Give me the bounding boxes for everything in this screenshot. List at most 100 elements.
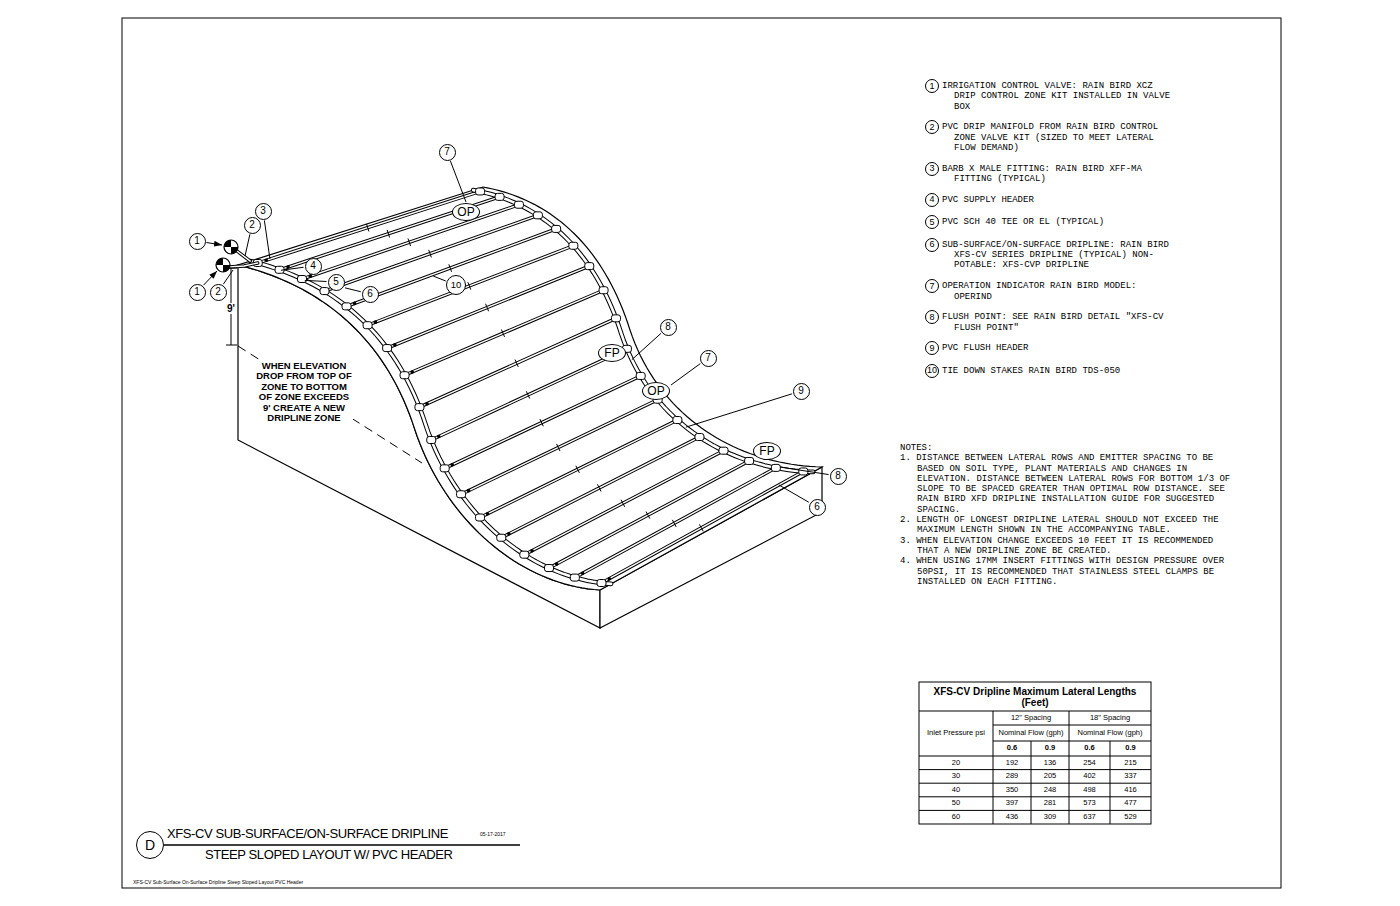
pvc-manifold [229, 263, 258, 267]
sheet-frame [122, 18, 1281, 888]
table-rule [919, 810, 1151, 811]
legend-description: PVC FLUSH HEADER [942, 343, 1174, 353]
tie-down-stake [597, 484, 601, 491]
tie-down-stake [486, 304, 489, 311]
tie-down-stake [672, 520, 676, 527]
dimension-tick [226, 345, 237, 346]
drawing-title: STEEP SLOPED LAYOUT W/ PVC HEADER [205, 847, 453, 862]
table-cell: 254 [1069, 756, 1110, 770]
table-rule [919, 783, 1151, 784]
table-cell: 416 [1110, 783, 1151, 797]
tie-down-stake [408, 239, 411, 247]
table-cell: 30 [919, 770, 993, 784]
tie-down-stake [515, 360, 518, 367]
pvc-tee [745, 457, 754, 464]
note: 1. DISTANCE BETWEEN LATERAL ROWS AND EMI… [900, 453, 1240, 515]
dripline-lateral [549, 461, 749, 568]
leader-line [245, 234, 250, 256]
tie-down-stake [540, 419, 543, 426]
table-cell: 573 [1069, 797, 1110, 811]
table-cell: 248 [1031, 783, 1069, 797]
table-cell: 350 [993, 783, 1031, 797]
table-cell: 436 [993, 810, 1031, 824]
table-cell: 136 [1031, 756, 1069, 770]
leader-line [345, 288, 361, 292]
barb-fitting [410, 370, 414, 374]
small-print: 05-17-2017 [480, 831, 506, 837]
pvc-tee [476, 188, 485, 195]
table-cell: 289 [993, 770, 1031, 784]
legend-row: 7OPERATION INDICATOR RAIN BIRD MODEL: OP… [925, 281, 1255, 302]
pvc-flush-header [473, 190, 813, 472]
table-cell: 215 [1110, 756, 1151, 770]
barb-fitting [555, 562, 559, 566]
barb-fitting [450, 463, 454, 467]
barb-fitting [581, 572, 585, 576]
pvc-tee [440, 465, 449, 472]
pvc-tee [342, 303, 351, 310]
table-cell: 40 [919, 783, 993, 797]
legend-row: 4PVC SUPPLY HEADER [925, 195, 1255, 207]
dripline-lateral [575, 468, 776, 578]
pvc-manifold [237, 251, 250, 261]
pvc-tee [599, 287, 608, 294]
pvc-supply-header [250, 261, 611, 584]
leader-line [264, 220, 270, 259]
pvc-manifold [237, 251, 250, 261]
pvc-tee [544, 565, 553, 572]
callout-number: 8 [925, 310, 939, 324]
callout-number: 7 [700, 350, 717, 367]
legend-description: PVC SCH 40 TEE OR EL (TYPICAL) [942, 217, 1174, 227]
leader-line [671, 364, 700, 385]
leader-line [433, 276, 446, 281]
control-valve [224, 240, 238, 254]
pvc-tee [495, 193, 504, 200]
table-cell: Inlet Pressure psi [919, 711, 993, 756]
dripline-lateral [524, 451, 723, 555]
table-cell: 529 [1110, 810, 1151, 824]
legend-description: SUB-SURFACE/ON-SURFACE DRIPLINE: RAIN BI… [942, 240, 1174, 271]
control-valve [231, 247, 238, 254]
detail-letter: D [136, 831, 164, 859]
callout-number: 6 [809, 499, 826, 516]
table-cell: 20 [919, 756, 993, 770]
pvc-tee [719, 447, 728, 454]
pvc-tee [363, 322, 372, 329]
dripline-lateral [325, 215, 538, 291]
dripline-lateral [549, 461, 749, 568]
table-rule [993, 711, 994, 824]
legend-row: 10TIE DOWN STAKES RAIN BIRD TDS-050 [925, 366, 1255, 378]
pvc-flush-header [473, 190, 813, 472]
legend-description: PVC SUPPLY HEADER [942, 195, 1174, 205]
legend-row: 3BARB X MALE FITTING: RAIN BIRD XFF-MA F… [925, 164, 1255, 185]
barb-fitting [530, 549, 534, 553]
dripline-lateral [602, 471, 804, 583]
pvc-tee [298, 276, 307, 283]
pvc-supply-header [250, 261, 611, 584]
table-cell: 60 [919, 810, 993, 824]
callout-number: 1 [189, 284, 206, 301]
callout-number: 6 [925, 238, 939, 252]
legend-description: BARB X MALE FITTING: RAIN BIRD XFF-MA FI… [942, 164, 1174, 185]
table-rule [919, 769, 1151, 770]
barb-fitting [309, 274, 313, 278]
leader-line [632, 333, 661, 359]
tie-down-stake [699, 524, 703, 531]
callout-number: 9 [925, 341, 939, 355]
callout-number: 8 [660, 319, 677, 336]
table-cell: 397 [993, 797, 1031, 811]
tie-down-stake [621, 500, 625, 507]
callout-number: 2 [244, 217, 261, 234]
barb-fitting [486, 512, 490, 516]
dimension [226, 268, 422, 463]
pvc-tee [476, 514, 485, 521]
pvc-tee [415, 404, 424, 411]
barb-fitting [507, 532, 511, 536]
table-cell: 50 [919, 797, 993, 811]
tie-down-stake [576, 466, 580, 473]
dripline-lateral [602, 471, 804, 583]
pvc-tee [520, 551, 529, 558]
barb-fitting [607, 577, 611, 581]
table-rule [919, 756, 1151, 757]
